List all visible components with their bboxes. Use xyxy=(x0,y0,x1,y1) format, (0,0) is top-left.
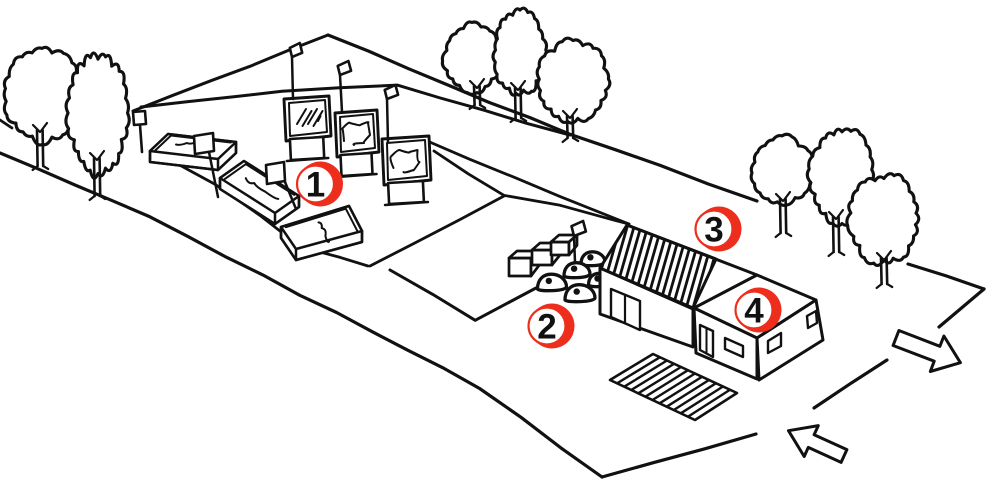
svg-text:2: 2 xyxy=(537,308,556,347)
svg-text:3: 3 xyxy=(704,211,723,250)
svg-text:4: 4 xyxy=(744,292,764,331)
svg-text:1: 1 xyxy=(306,166,325,205)
